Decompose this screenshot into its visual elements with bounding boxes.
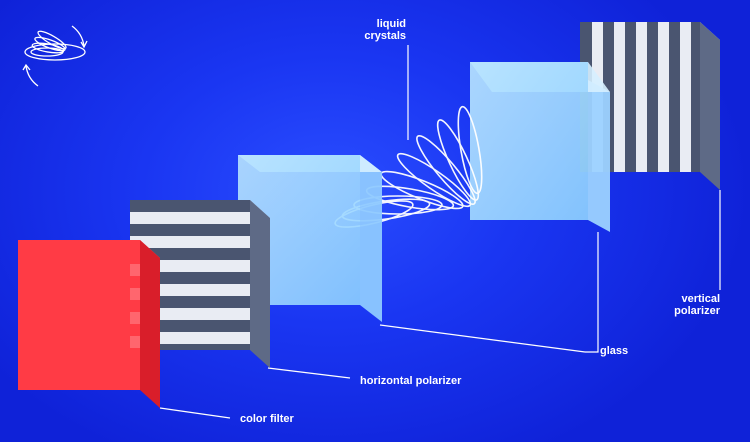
glass-back bbox=[470, 62, 610, 232]
leader-color-filter bbox=[159, 407, 231, 419]
label-horizontal-polarizer: horizontal polarizer bbox=[360, 375, 462, 387]
color-filter bbox=[18, 240, 160, 408]
rotation-icon bbox=[22, 25, 88, 87]
label-color-filter: color filter bbox=[240, 413, 294, 425]
leader-horizontal-polarizer bbox=[267, 367, 351, 379]
leader-glass-front bbox=[379, 324, 586, 353]
leader-glass-back bbox=[585, 232, 599, 353]
label-glass: glass bbox=[600, 345, 629, 357]
leader-lines bbox=[159, 45, 721, 419]
